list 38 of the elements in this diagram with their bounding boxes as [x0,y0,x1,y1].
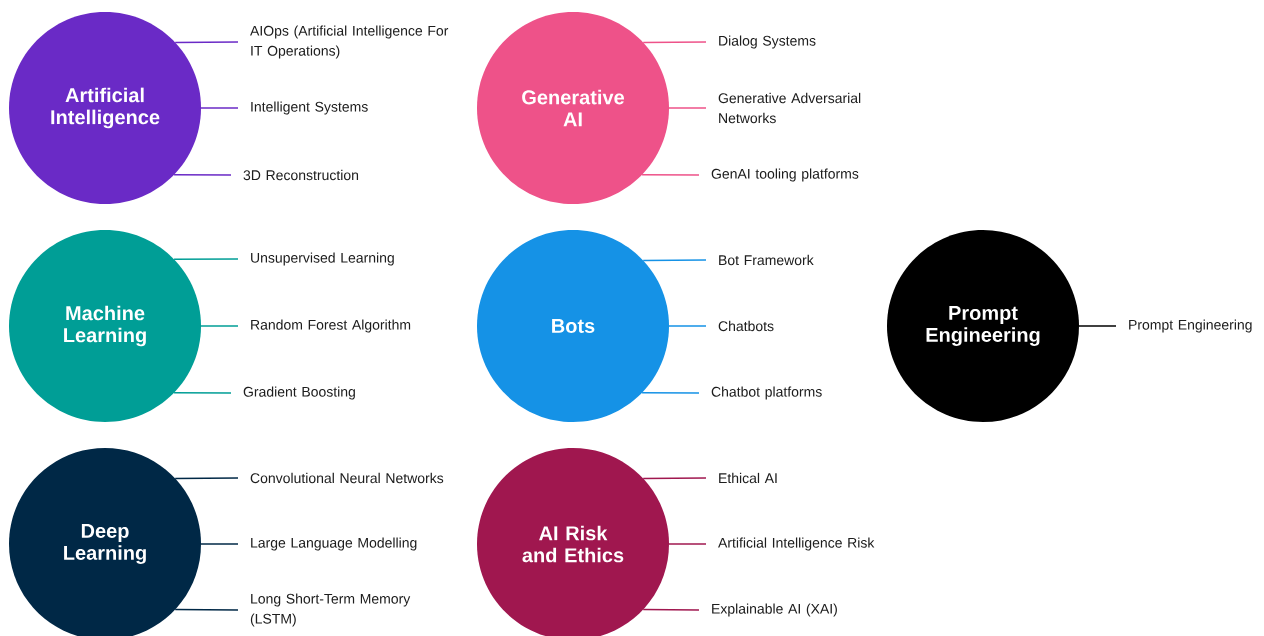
topic-label: Convolutional Neural Networks [250,472,444,484]
topic-label: Ethical AI [719,472,777,484]
topic-label: Generative Adversarial Networks [718,92,861,124]
connector-line [174,477,239,480]
connector-line [668,325,707,327]
connector-line [668,543,707,545]
topic-label: 3D Reconstruction [243,169,359,181]
topic-label: Chatbot platforms [711,386,822,400]
topic-label: Bot Framework [719,254,814,266]
topic-label: Gradient Boosting [243,386,355,400]
topic-label: Chatbots [718,320,774,332]
connector-line [173,173,232,176]
connector-line [173,391,232,394]
topic-label: AIOps (Artificial Intelligence For IT Operations) [250,25,449,59]
connector-line [642,608,700,611]
topic-label: Unsupervised Learning [251,252,394,266]
topic-label: Long Short-Term Memory (LSTM) [250,593,411,627]
connector-line [174,608,239,611]
topic-label: Dialog Systems [719,35,816,49]
topic-label: Large Language Modelling [251,537,417,551]
connector-line [1078,325,1117,327]
connector-line [173,258,239,261]
connector-line [642,477,707,480]
connector-line [641,173,700,176]
connector-line [200,107,239,109]
topic-label: Intelligent Systems [251,101,368,115]
connector-line [641,391,700,394]
topic-label: Explainable AI (XAI) [712,603,837,617]
connector-line [200,325,239,327]
connector-line [642,41,707,44]
connector-line [668,107,707,109]
topic-label: Random Forest Algorithm [251,319,411,333]
topic-label: GenAI tooling platforms [711,168,859,182]
connector-line [642,259,707,262]
topic-label: Prompt Engineering [1129,319,1252,333]
connector-line [174,41,239,44]
connector-line [200,543,239,545]
topic-label: Artificial Intelligence Risk [718,537,875,551]
